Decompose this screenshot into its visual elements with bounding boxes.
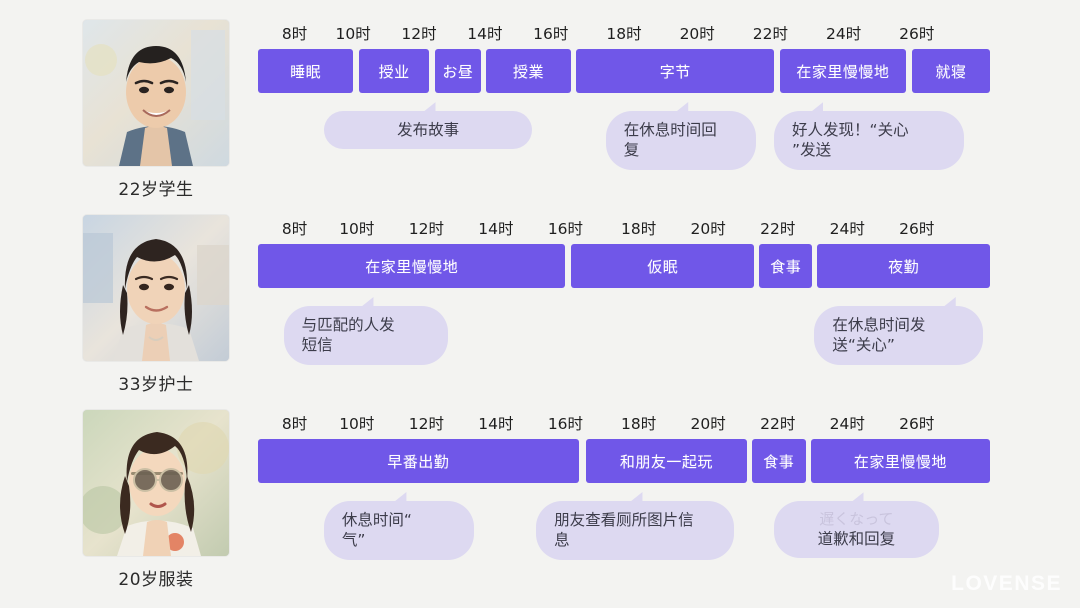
persona-row-fashion: 20岁服装 8时 10时 12时 14时 16时 18时 20时 22时 24时 26时 早番出勤…: [0, 398, 1080, 593]
time-tick-label: 14时: [478, 415, 514, 433]
activity-bar[interactable]: 授業: [486, 49, 571, 93]
time-tick-label: 16时: [547, 220, 584, 238]
time-tick-label: 18时: [606, 25, 642, 43]
time-tick-label: 18时: [621, 415, 657, 433]
time-tick-label: 24时: [829, 415, 865, 433]
time-tick-label: 24时: [829, 220, 865, 238]
avatar-photo-young-man: [83, 20, 229, 166]
time-tick-label: 12时: [408, 220, 444, 238]
time-tick-label: 20时: [679, 25, 715, 43]
activity-bar-track: 早番出勤和朋友一起玩食事在家里慢慢地: [258, 439, 990, 483]
time-tick-label: 8时: [281, 25, 308, 43]
time-tick-label: 22时: [752, 25, 789, 43]
lovense-watermark: LOVENSE: [951, 572, 1062, 595]
annotation-bubble: 发布故事: [323, 111, 533, 150]
activity-bar-track: 睡眠授业お昼授業字节在家里慢慢地就寝: [258, 49, 990, 93]
activity-bar[interactable]: 字节: [576, 49, 775, 93]
annotation-bubble: 朋友查看厕所图片信 息: [536, 501, 734, 560]
time-tick-label: 10时: [339, 220, 375, 238]
activity-bar[interactable]: 睡眠: [258, 49, 354, 93]
timeline-fashion: 8时 10时 12时 14时 16时 18时 20时 22时 24时 26时 早番出勤和朋友一起玩…: [258, 412, 990, 569]
bubble-text: 道歉和回复: [817, 529, 896, 548]
time-tick-label: 18时: [621, 220, 657, 238]
time-tick-label: 12时: [408, 415, 444, 433]
time-axis: 8时 10时 12时 14时 16时 18时 20时 22时 24时 26时: [258, 22, 990, 46]
time-tick-label: 14时: [467, 25, 503, 43]
activity-bar[interactable]: 在家里慢慢地: [810, 439, 990, 483]
timeline-student: 8时 10时 12时 14时 16时 18时 20时 22时 24时 26时 睡眠授业お昼授業字节…: [258, 22, 990, 179]
bubble-text: 休息时间“ 气”: [341, 511, 412, 550]
activity-bar[interactable]: 早番出勤: [258, 439, 579, 483]
annotation-bubbles: 与匹配的人发 短信 在休息时间发 送“关心”: [258, 298, 990, 374]
time-tick-label: 26时: [899, 25, 935, 43]
persona-caption: 22岁学生: [118, 180, 194, 200]
time-tick-label: 22时: [760, 415, 796, 433]
annotation-bubble: 遅くなって道歉和回复: [774, 501, 939, 559]
time-tick-label: 26时: [899, 415, 935, 433]
activity-bar[interactable]: 授业: [359, 49, 430, 93]
persona-caption: 33岁护士: [118, 375, 194, 395]
time-tick-label: 10时: [339, 415, 375, 433]
bubble-faint-text: 遅くなって: [819, 510, 894, 528]
activity-bar[interactable]: 夜勤: [817, 244, 990, 288]
persona-block: 20岁服装: [83, 410, 229, 590]
time-tick-label: 20时: [690, 415, 726, 433]
annotation-bubble: 休息时间“ 气”: [323, 501, 474, 560]
time-tick-label: 20时: [690, 220, 726, 238]
persona-row-student: 22岁学生 8时 10时 12时 14时 16时 18时 20时 22时 24时 26时 睡眠授业…: [0, 8, 1080, 203]
activity-bar[interactable]: 食事: [752, 439, 806, 483]
persona-row-nurse: 33岁护士 8时 10时 12时 14时 16时 18时 20时 22时 24时 26时 在家里慢…: [0, 203, 1080, 398]
avatar-photo-woman-sunglasses: [83, 410, 229, 556]
bubble-text: 好人发现！“关心 ”发送: [792, 121, 909, 160]
time-tick-label: 10时: [335, 25, 371, 43]
activity-bar[interactable]: 食事: [759, 244, 813, 288]
time-tick-label: 24时: [825, 25, 862, 43]
annotation-bubbles: 休息时间“ 气” 朋友查看厕所图片信 息 遅くなって道歉和回复: [258, 493, 990, 569]
bubble-text: 发布故事: [397, 121, 460, 139]
activity-bar[interactable]: 和朋友一起玩: [585, 439, 747, 483]
persona-caption: 20岁服装: [118, 570, 194, 590]
bubble-text: 朋友查看厕所图片信 息: [554, 511, 694, 550]
bubble-text: 在休息时间发 送“关心”: [832, 316, 926, 355]
bubble-text: 在休息时间回 复: [623, 121, 717, 160]
time-axis: 8时 10时 12时 14时 16时 18时 20时 22时 24时 26时: [258, 412, 990, 436]
time-tick-label: 8时: [281, 220, 308, 238]
time-tick-label: 12时: [401, 25, 437, 43]
bubble-text: 与匹配的人发 短信: [301, 316, 395, 355]
time-tick-label: 14时: [478, 220, 514, 238]
time-tick-label: 16时: [533, 25, 569, 43]
annotation-bubble: 在休息时间回 复: [605, 111, 756, 170]
time-axis: 8时 10时 12时 14时 16时 18时 20时 22时 24时 26时: [258, 217, 990, 241]
annotation-bubble: 与匹配的人发 短信: [283, 306, 449, 365]
time-tick-label: 26时: [899, 220, 935, 238]
time-tick-label: 16时: [547, 415, 584, 433]
persona-block: 22岁学生: [83, 20, 229, 200]
timeline-nurse: 8时 10时 12时 14时 16时 18时 20时 22时 24时 26时 在家里慢慢地仮眠食事…: [258, 217, 990, 374]
time-tick-label: 8时: [281, 415, 308, 433]
avatar-photo-young-woman: [83, 215, 229, 361]
activity-bar[interactable]: 在家里慢慢地: [258, 244, 566, 288]
activity-bar[interactable]: 就寝: [911, 49, 990, 93]
annotation-bubble: 好人发现！“关心 ”发送: [774, 111, 965, 170]
activity-bar[interactable]: お昼: [435, 49, 481, 93]
annotation-bubble: 在休息时间发 送“关心”: [814, 306, 983, 365]
annotation-bubbles: 发布故事 在休息时间回 复 好人发现！“关心 ”发送: [258, 103, 990, 179]
activity-bar-track: 在家里慢慢地仮眠食事夜勤: [258, 244, 990, 288]
time-tick-label: 22时: [760, 220, 796, 238]
persona-block: 33岁护士: [83, 215, 229, 395]
activity-bar[interactable]: 在家里慢慢地: [779, 49, 906, 93]
activity-bar[interactable]: 仮眠: [571, 244, 755, 288]
